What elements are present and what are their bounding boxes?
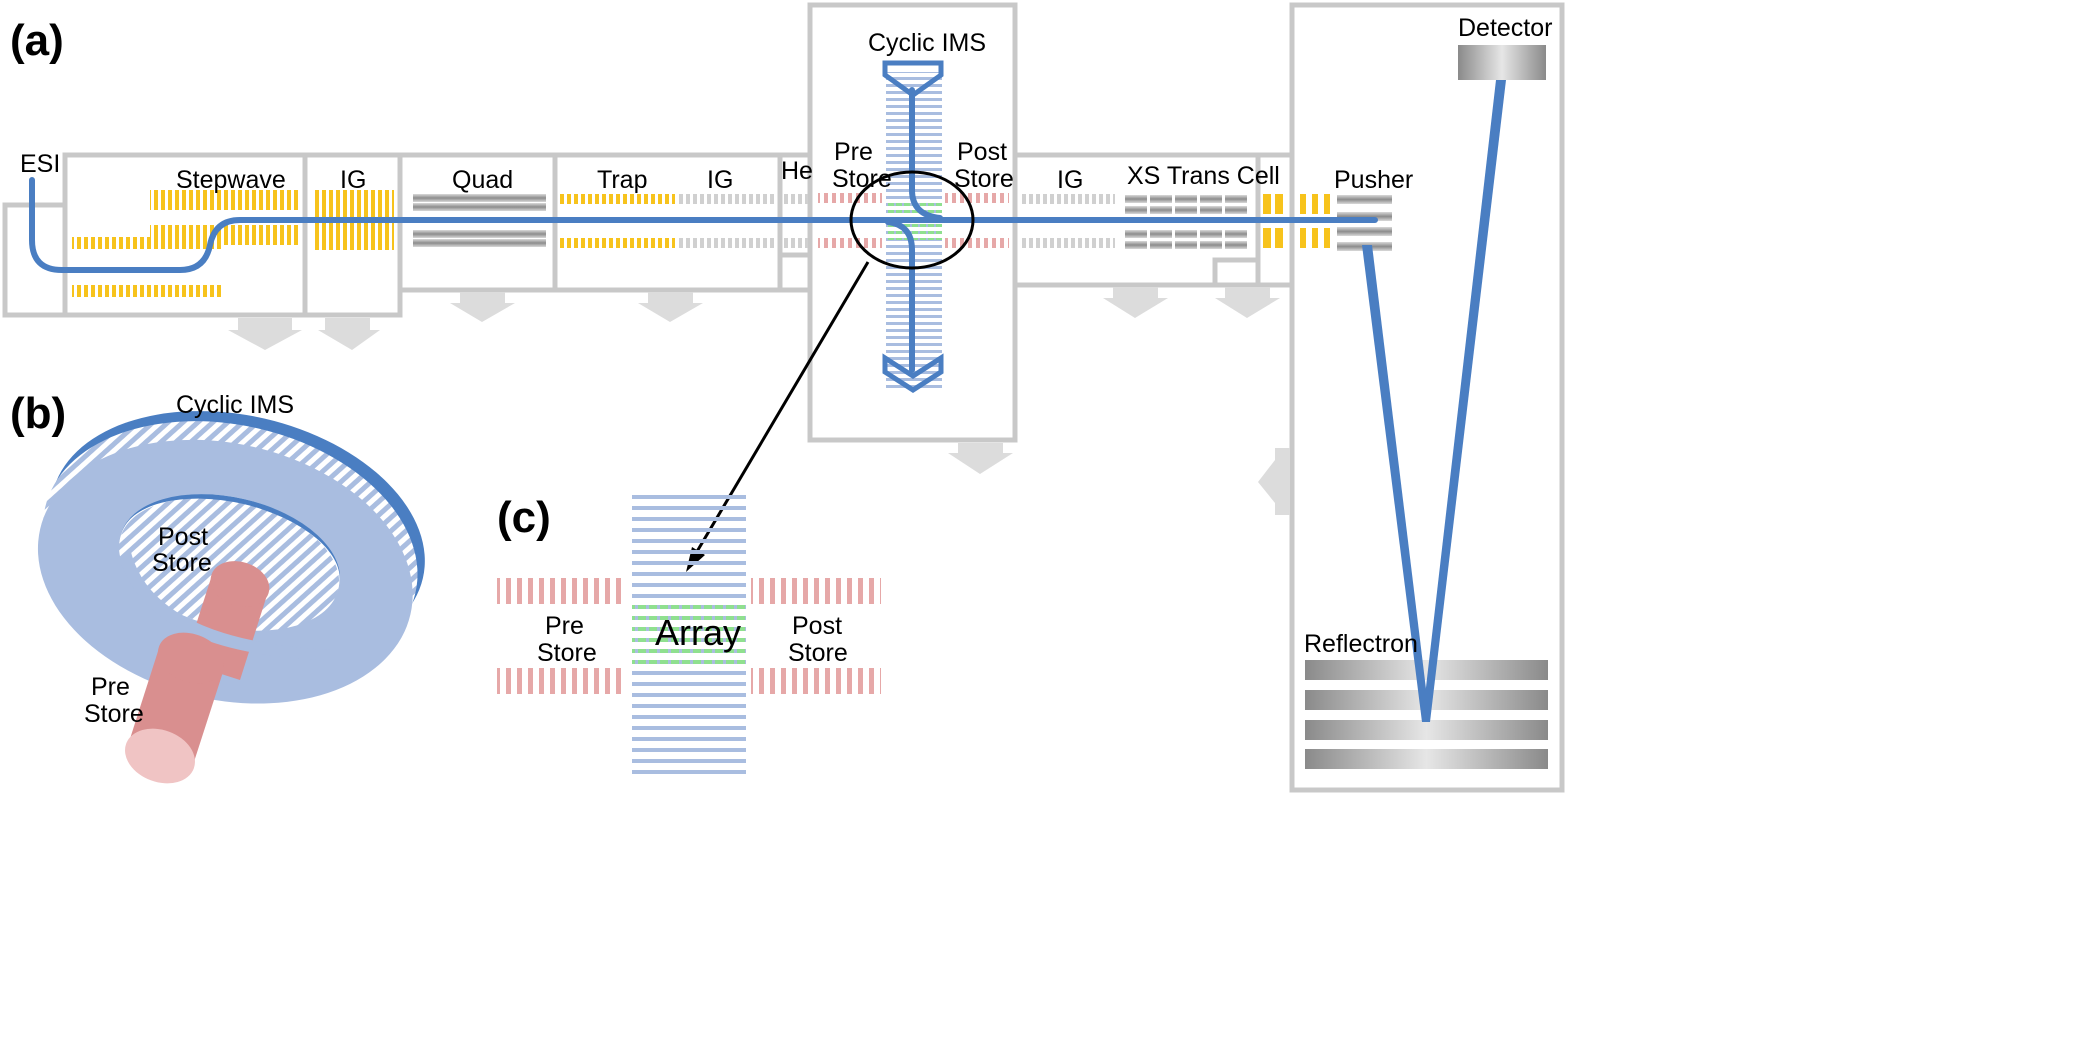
label-trap: Trap [597,166,647,194]
detector [1458,45,1546,80]
pre-store-rings [818,193,882,248]
label-reflectron: Reflectron [1304,630,1418,658]
label-pre-store-line2: Store [832,165,892,193]
he-cell-rings [784,194,808,248]
panel-b: (b) Cyclic IMS Post Store Pre Store [10,389,425,784]
transfer-lens [1263,194,1330,248]
xs-trans-cell-segments [1125,195,1247,249]
label-quad: Quad [452,166,513,194]
label-cyclic-ims: Cyclic IMS [868,29,986,57]
post-store-rings [945,193,1009,248]
label-esi: ESI [20,150,60,178]
label-b-cyclic-ims: Cyclic IMS [176,391,294,419]
label-he: He [781,157,813,185]
label-c-pre-store-line2: Store [537,639,597,667]
quad-rods [413,194,546,247]
panel-label-a: (a) [10,16,64,65]
pump-arrows [228,287,1290,515]
label-pusher: Pusher [1334,166,1413,194]
label-array: Array [655,612,741,653]
label-b-pre-store-line1: Pre [91,673,130,701]
label-c-post-store-line1: Post [792,612,842,640]
ig-rings-3 [1020,194,1115,248]
label-ig-3: IG [1057,166,1083,194]
panel-label-b: (b) [10,389,66,438]
reflectron-plates [1305,660,1548,769]
zoom-ellipse [849,170,975,270]
label-post-store-line2: Store [954,165,1014,193]
panel-label-c: (c) [497,493,551,542]
c-post-store-rings [751,578,881,694]
pre-store-cylinder [125,632,224,784]
panel-a: (a) [2,2,1565,793]
cyclic-ims-ring [37,411,425,704]
label-b-post-store-line2: Store [152,549,212,577]
label-c-pre-store-line1: Pre [545,612,584,640]
ring-inner-front-edge [120,548,330,660]
label-b-pre-store-line2: Store [84,700,144,728]
ion-path [29,87,1378,373]
label-ig-2: IG [707,166,733,194]
trap-rings [560,194,675,248]
label-ig-1: IG [340,166,366,194]
label-b-post-store-line1: Post [158,523,208,551]
label-detector: Detector [1458,14,1552,42]
tof-flight-path [1362,80,1506,722]
ig-rings-2 [677,194,777,248]
label-xs-trans-cell: XS Trans Cell [1127,162,1280,190]
panel-c: (c) Array Pre Store Post Store [497,493,881,778]
label-c-post-store-line2: Store [788,639,848,667]
label-stepwave: Stepwave [176,166,286,194]
stepwave-rings [72,190,300,297]
label-pre-store-line1: Pre [834,138,873,166]
ims-chevrons [882,60,944,393]
label-post-store-line1: Post [957,138,1007,166]
c-pre-store-rings [497,578,627,694]
array-green-cells [632,605,746,670]
